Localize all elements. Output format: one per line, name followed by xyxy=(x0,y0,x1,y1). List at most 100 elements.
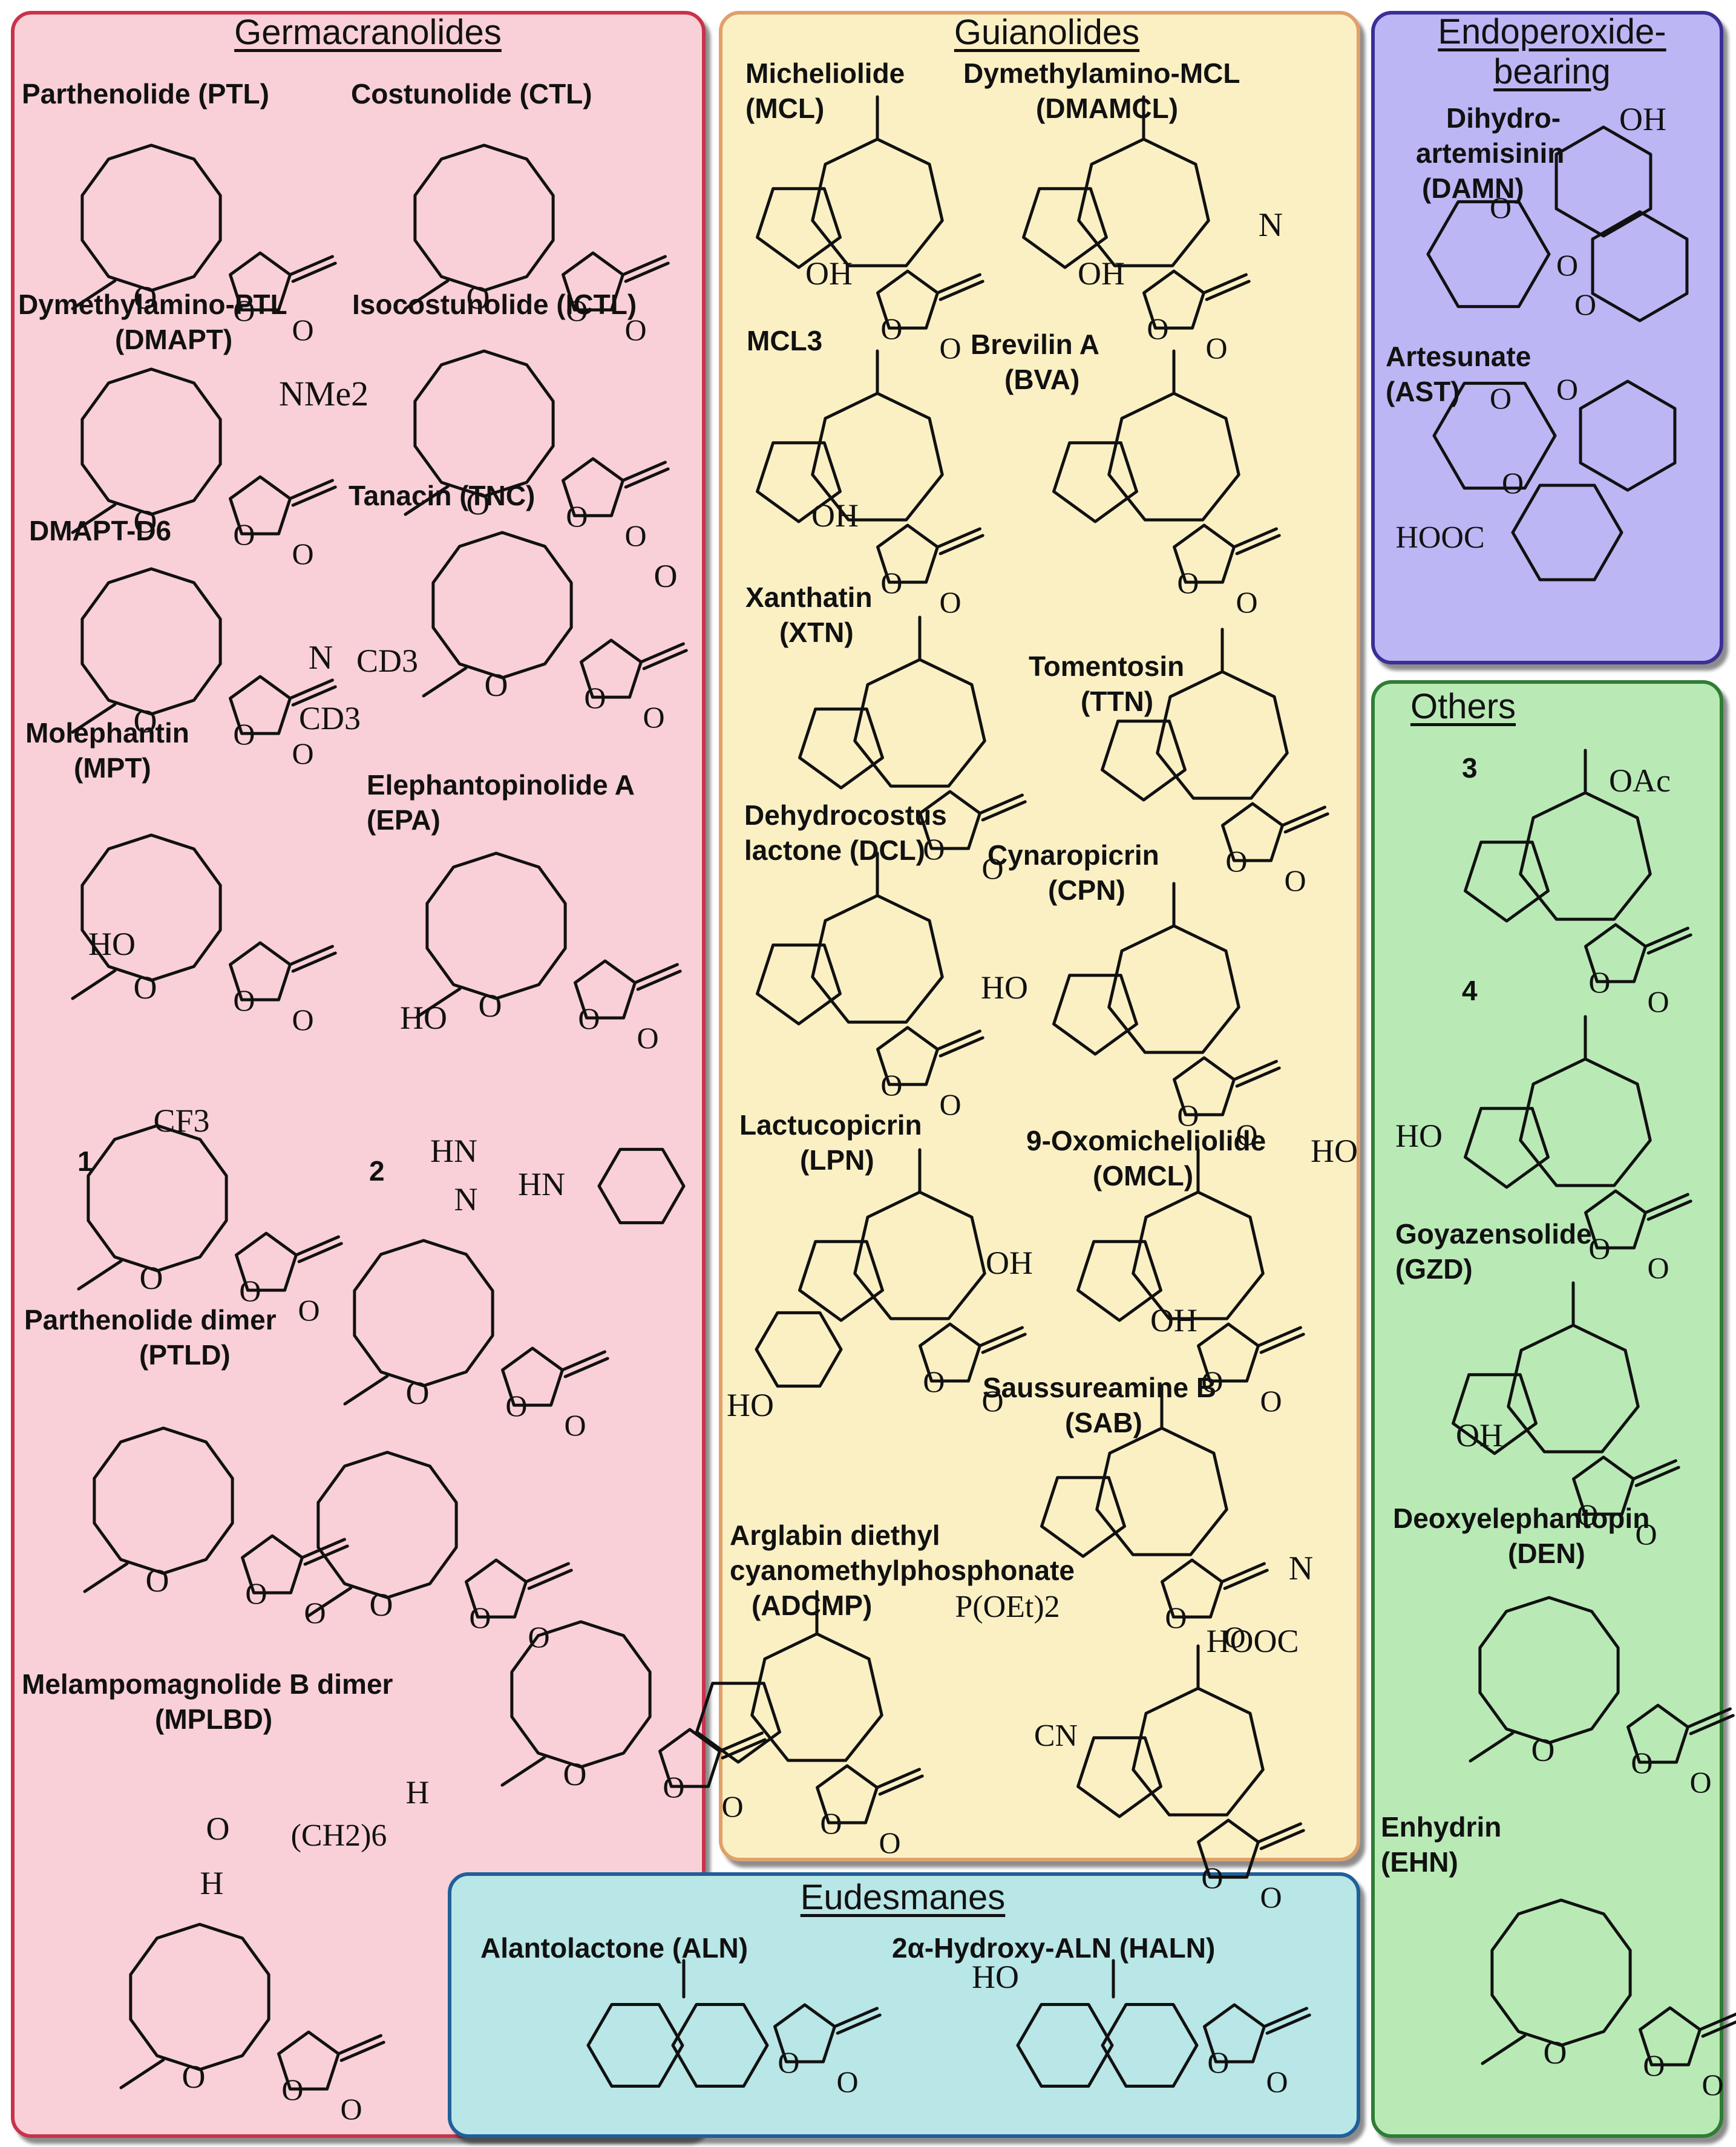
atom-label: O xyxy=(654,558,678,594)
atom-label: O xyxy=(1636,1517,1657,1551)
bond xyxy=(1256,1822,1302,1844)
bond xyxy=(1220,1562,1266,1584)
atom-label: O xyxy=(1490,381,1512,415)
double-bond xyxy=(291,685,337,707)
structure-dmaptd6 xyxy=(71,567,337,735)
methyl-bond xyxy=(404,279,450,310)
atom-label: HO xyxy=(972,1959,1019,1995)
ring-bond xyxy=(1490,1898,1632,2047)
methyl-bond xyxy=(1481,2034,1527,2065)
atom-label: O xyxy=(341,2092,362,2126)
bond xyxy=(935,273,981,295)
double-bond xyxy=(636,969,682,991)
double-bond xyxy=(1235,1066,1281,1088)
ring-bond xyxy=(756,943,842,1026)
structure-1 xyxy=(77,1124,343,1292)
atom-label: O xyxy=(1544,2034,1567,2071)
eudesmanes-panel xyxy=(448,1872,1360,2138)
atom-label: O xyxy=(1207,2045,1229,2079)
bond xyxy=(621,461,667,482)
atom-label: O xyxy=(1285,864,1306,897)
ring-bond xyxy=(1107,924,1240,1054)
atom-label: O xyxy=(1260,1384,1282,1418)
ring-bond xyxy=(1077,137,1210,267)
atom-label: O xyxy=(1201,1861,1223,1895)
atom-label: O xyxy=(505,1389,527,1423)
atom-label: O xyxy=(1556,372,1578,406)
atom-label: O xyxy=(146,1562,169,1599)
methyl-bond xyxy=(83,1562,129,1593)
bond xyxy=(1698,2012,1736,2031)
atom-label: O xyxy=(134,969,157,1006)
ring-bond xyxy=(1221,802,1284,862)
ring-bond xyxy=(229,941,292,1001)
methyl-bond xyxy=(71,969,117,1000)
ring-bond xyxy=(1197,1818,1260,1879)
ring-bond xyxy=(853,658,986,788)
atom-label: HN xyxy=(518,1166,565,1202)
bond xyxy=(633,963,679,985)
compound-label-epa: Elephantopinolide A(EPA) xyxy=(367,769,635,836)
atom-label: H xyxy=(406,1774,430,1811)
structure-ptld-b xyxy=(307,1450,573,1619)
double-bond xyxy=(1646,933,1692,955)
ring-bond xyxy=(1626,1703,1689,1764)
atom-label: HOOC xyxy=(1206,1623,1299,1659)
atom-label: O xyxy=(584,681,606,715)
bond xyxy=(300,1538,346,1559)
double-bond xyxy=(339,2040,385,2062)
bond xyxy=(718,1731,764,1753)
atom-label: HO xyxy=(88,926,136,962)
ring-bond xyxy=(1040,1476,1126,1558)
bond xyxy=(288,945,334,966)
ring-bond xyxy=(1507,1323,1640,1454)
ring-bond xyxy=(465,1558,528,1619)
ring-bond xyxy=(1142,269,1205,330)
bond xyxy=(1686,1707,1732,1729)
atom-label: O xyxy=(625,313,647,347)
bond xyxy=(935,527,981,549)
ring-bond xyxy=(750,1632,883,1762)
ring-bond xyxy=(811,137,944,267)
atom-label: O xyxy=(233,293,255,327)
structure-lpn-phenyl xyxy=(755,1311,843,1388)
compound-label-ctl: Costunolide (CTL) xyxy=(351,78,592,110)
bond xyxy=(336,2034,382,2056)
structure-mpt xyxy=(71,833,337,1001)
double-bond xyxy=(836,2013,882,2035)
atom-label: HOOC xyxy=(1395,520,1484,555)
bond xyxy=(1232,527,1278,549)
compound-label-2: 2 xyxy=(369,1155,385,1187)
bond xyxy=(288,678,334,700)
structure-ptl xyxy=(71,143,337,312)
methyl-bond xyxy=(1469,1731,1515,1763)
atom-label: H xyxy=(200,1865,224,1901)
double-bond xyxy=(938,1036,984,1058)
ring-bond xyxy=(1132,1686,1265,1817)
ring-bond xyxy=(695,1682,781,1764)
ring-bond xyxy=(1052,974,1138,1056)
atom-label: O xyxy=(566,293,588,327)
ring-bond xyxy=(1639,2006,1702,2067)
atom-label: O xyxy=(1201,1365,1223,1398)
atom-label: OH xyxy=(805,255,853,292)
ring-bond xyxy=(1554,125,1652,238)
atom-label: O xyxy=(880,566,902,600)
structure-2 xyxy=(343,1239,609,1407)
atom-label: CD3 xyxy=(356,643,418,679)
ring-bond xyxy=(510,1620,652,1769)
ring-bond xyxy=(562,251,624,312)
ring-bond xyxy=(574,959,637,1020)
methyl-bond xyxy=(422,666,468,698)
compound-label-3: 3 xyxy=(1462,752,1478,784)
compound-label-bva: Brevilin A(BVA) xyxy=(971,329,1100,395)
atom-label: OH xyxy=(811,497,859,534)
structure-ptld-a xyxy=(83,1426,349,1595)
atom-label: O xyxy=(1236,585,1258,619)
atom-label: O xyxy=(643,700,665,734)
ring-bond xyxy=(229,251,292,312)
bond xyxy=(639,642,685,664)
structure-haln xyxy=(1016,1959,1311,2088)
